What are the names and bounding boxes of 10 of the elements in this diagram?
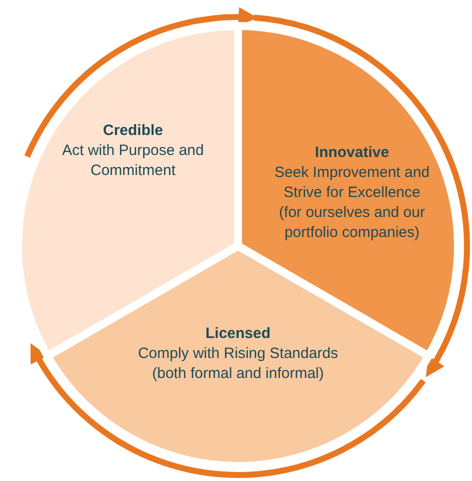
segment-description: (both formal and informal) <box>151 364 325 384</box>
segment-heading: Licensed <box>204 324 272 344</box>
segment-description: (for ourselves and our portfolio companies) <box>278 203 426 243</box>
segment-heading: Innovative <box>314 143 390 163</box>
segment-description: Comply with Rising Standards <box>136 344 340 364</box>
segment-heading: Credible <box>102 121 164 141</box>
segment-description: Act with Purpose and Commitment <box>61 141 205 181</box>
cycle-arrow <box>254 14 470 378</box>
cycle-arrow <box>30 343 426 478</box>
segment-description: Seek Improvement and Strive for Excellence <box>273 163 431 203</box>
